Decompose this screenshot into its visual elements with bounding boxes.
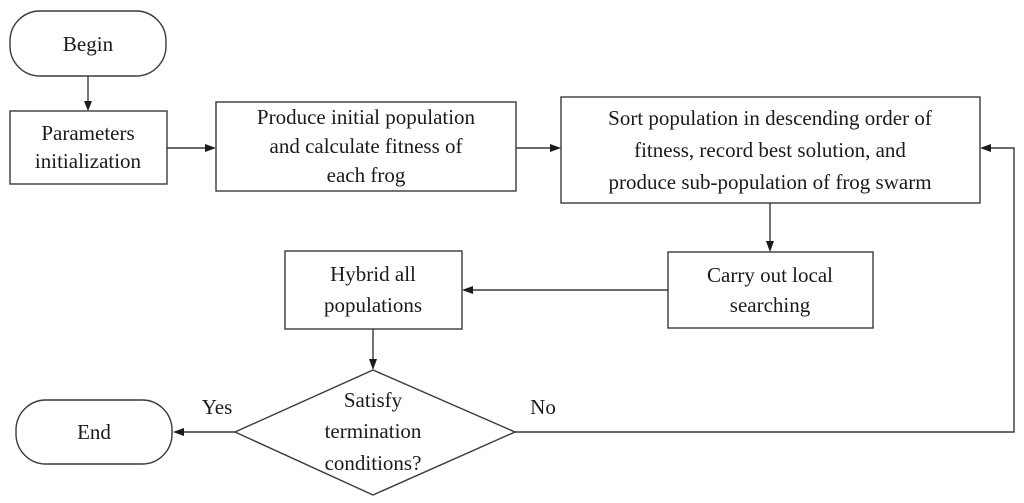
node-begin: Begin (9, 10, 167, 77)
decision-label-line-3: conditions? (325, 451, 422, 475)
begin-label: Begin (63, 32, 114, 56)
arrowhead-produce-to-sort (550, 144, 561, 152)
connectors (84, 76, 1015, 436)
node-end: End (15, 399, 173, 465)
params-label-line-1: Parameters (41, 121, 134, 145)
decision-label-line-2: termination (325, 419, 422, 443)
arrowhead-params-to-produce (205, 144, 216, 152)
sort-label-line-3: produce sub-population of frog swarm (608, 170, 931, 194)
produce-label-line-1: Produce initial population (257, 105, 476, 129)
arrow-decision-loop-back (515, 147, 1015, 433)
end-label: End (77, 420, 111, 444)
arrowhead-loop-to-sort (980, 144, 991, 152)
node-sort-population: Sort population in descending order of f… (560, 96, 981, 204)
begin-terminal-shape (9, 10, 167, 77)
produce-label-line-2: and calculate fitness of (270, 134, 463, 158)
edge-label-no: No (530, 395, 556, 419)
arrowhead-hybrid-to-decision (369, 359, 377, 370)
produce-box (215, 101, 517, 192)
decision-diamond (233, 369, 517, 496)
arrowhead-begin-to-params (84, 101, 92, 111)
sort-label-line-2: fitness, record best solution, and (634, 138, 906, 162)
hybrid-label-line-2: populations (324, 293, 422, 317)
node-hybrid-populations: Hybrid all populations (284, 250, 463, 330)
local-label-line-2: searching (730, 293, 811, 317)
arrowhead-sort-to-local (766, 241, 774, 252)
params-box (9, 110, 168, 185)
produce-label-line-3: each frog (327, 163, 406, 187)
node-termination-decision: Satisfy termination conditions? (233, 369, 517, 496)
sort-box (560, 96, 981, 204)
hybrid-box (284, 250, 463, 330)
arrowhead-decision-to-end (173, 428, 184, 436)
edge-label-yes: Yes (202, 395, 233, 419)
sort-label-line-1: Sort population in descending order of (608, 106, 932, 130)
node-parameters-initialization: Parameters initialization (9, 110, 168, 185)
local-box (667, 251, 874, 329)
node-local-searching: Carry out local searching (667, 251, 874, 329)
local-label-line-1: Carry out local (707, 263, 833, 287)
decision-label-line-1: Satisfy (344, 388, 403, 412)
params-label-line-2: initialization (35, 149, 142, 173)
hybrid-label-line-1: Hybrid all (330, 262, 416, 286)
arrowhead-local-to-hybrid (462, 286, 473, 294)
node-produce-initial-population: Produce initial population and calculate… (215, 101, 517, 192)
end-terminal-shape (15, 399, 173, 465)
